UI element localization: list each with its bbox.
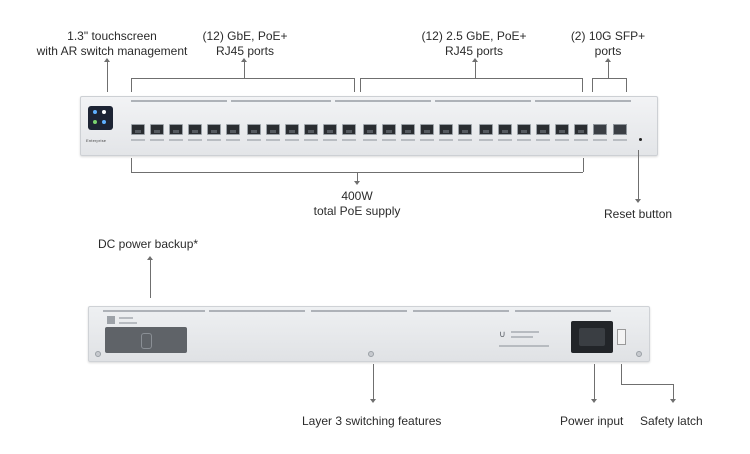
port-number-label — [401, 139, 415, 141]
rj45-port[interactable] — [266, 124, 280, 135]
ubiquiti-logo-icon: ∪ — [499, 329, 506, 339]
label-25gbe-ports: (12) 2.5 GbE, PoE+ RJ45 ports — [421, 29, 527, 58]
port-number-label — [247, 139, 261, 141]
rj45-port[interactable] — [226, 124, 240, 135]
port-number-label — [498, 139, 512, 141]
rj45-port[interactable] — [420, 124, 434, 135]
rj45-port[interactable] — [498, 124, 512, 135]
switch-front-panel: Enterprise — [80, 96, 658, 156]
screw — [636, 351, 642, 357]
arrow-touchscreen — [104, 58, 110, 62]
ac-power-inlet[interactable] — [571, 321, 613, 353]
reset-button[interactable] — [639, 138, 642, 141]
leader-touchscreen — [107, 62, 108, 92]
arrow-25gbe — [472, 58, 478, 62]
bracket-25gbe — [360, 78, 582, 79]
port-number-label — [304, 139, 318, 141]
arrow-sfp — [605, 58, 611, 62]
port-number-label — [323, 139, 337, 141]
label-sfp-ports: (2) 10G SFP+ ports — [570, 29, 646, 58]
rj45-port[interactable] — [479, 124, 493, 135]
port-number-label — [131, 139, 145, 141]
rj45-port[interactable] — [574, 124, 588, 135]
label-power-input: Power input — [560, 414, 624, 428]
rj45-port[interactable] — [517, 124, 531, 135]
bracket-gbe — [131, 78, 354, 79]
port-number-label — [458, 139, 472, 141]
arrow-dc-backup — [147, 256, 153, 260]
rj45-port[interactable] — [150, 124, 164, 135]
sfp-port-2[interactable] — [613, 124, 627, 135]
rj45-port[interactable] — [169, 124, 183, 135]
arrow-reset — [635, 199, 641, 203]
rj45-port[interactable] — [458, 124, 472, 135]
rj45-port[interactable] — [401, 124, 415, 135]
switch-rear-panel: ∪ — [88, 306, 650, 362]
screw — [368, 351, 374, 357]
label-layer3: Layer 3 switching features — [302, 414, 442, 428]
rj45-port[interactable] — [131, 124, 145, 135]
leader-layer3 — [373, 364, 374, 400]
touchscreen-display[interactable] — [88, 106, 113, 130]
leader-dc-backup — [150, 260, 151, 298]
arrow-poe — [354, 181, 360, 185]
port-number-label — [226, 139, 240, 141]
port-number-label — [536, 139, 550, 141]
port-number-label — [574, 139, 588, 141]
leader-power-input — [594, 364, 595, 400]
safety-latch[interactable] — [617, 329, 626, 345]
sfp-port-1[interactable] — [593, 124, 607, 135]
leader-reset — [638, 150, 639, 200]
rj45-port[interactable] — [342, 124, 356, 135]
qr-code — [107, 316, 115, 324]
port-number-label — [342, 139, 356, 141]
port-number-label — [439, 139, 453, 141]
leader-safety-latch — [621, 364, 622, 384]
port-number-label — [517, 139, 531, 141]
dc-power-backup-port[interactable] — [105, 327, 187, 353]
port-number-label — [169, 139, 183, 141]
label-poe-supply: 400W total PoE supply — [313, 189, 401, 218]
arrow-layer3 — [370, 399, 376, 403]
rj45-port[interactable] — [247, 124, 261, 135]
port-number-label — [266, 139, 280, 141]
rj45-port[interactable] — [207, 124, 221, 135]
port-number-label — [207, 139, 221, 141]
vent-strip — [131, 100, 227, 102]
arrow-gbe — [241, 58, 247, 62]
port-number-label — [555, 139, 569, 141]
rj45-port[interactable] — [188, 124, 202, 135]
bracket-sfp — [592, 78, 626, 79]
port-number-label — [420, 139, 434, 141]
label-reset-button: Reset button — [604, 207, 673, 221]
port-number-label — [382, 139, 396, 141]
port-number-label — [150, 139, 164, 141]
screw — [95, 351, 101, 357]
rj45-port[interactable] — [382, 124, 396, 135]
rj45-port[interactable] — [323, 124, 337, 135]
brand-label: Enterprise — [86, 138, 107, 143]
rj45-port[interactable] — [363, 124, 377, 135]
rj45-port[interactable] — [555, 124, 569, 135]
port-number-label — [285, 139, 299, 141]
rj45-port[interactable] — [285, 124, 299, 135]
arrow-safety-latch — [670, 399, 676, 403]
label-safety-latch: Safety latch — [640, 414, 703, 428]
rj45-port[interactable] — [439, 124, 453, 135]
arrow-power-input — [591, 399, 597, 403]
port-number-label — [188, 139, 202, 141]
label-touchscreen: 1.3" touchscreen with AR switch manageme… — [36, 29, 188, 58]
rj45-port[interactable] — [304, 124, 318, 135]
port-number-label — [363, 139, 377, 141]
rj45-port[interactable] — [536, 124, 550, 135]
label-dc-backup: DC power backup* — [98, 237, 199, 251]
label-gbe-ports: (12) GbE, PoE+ RJ45 ports — [202, 29, 288, 58]
port-number-label — [479, 139, 493, 141]
